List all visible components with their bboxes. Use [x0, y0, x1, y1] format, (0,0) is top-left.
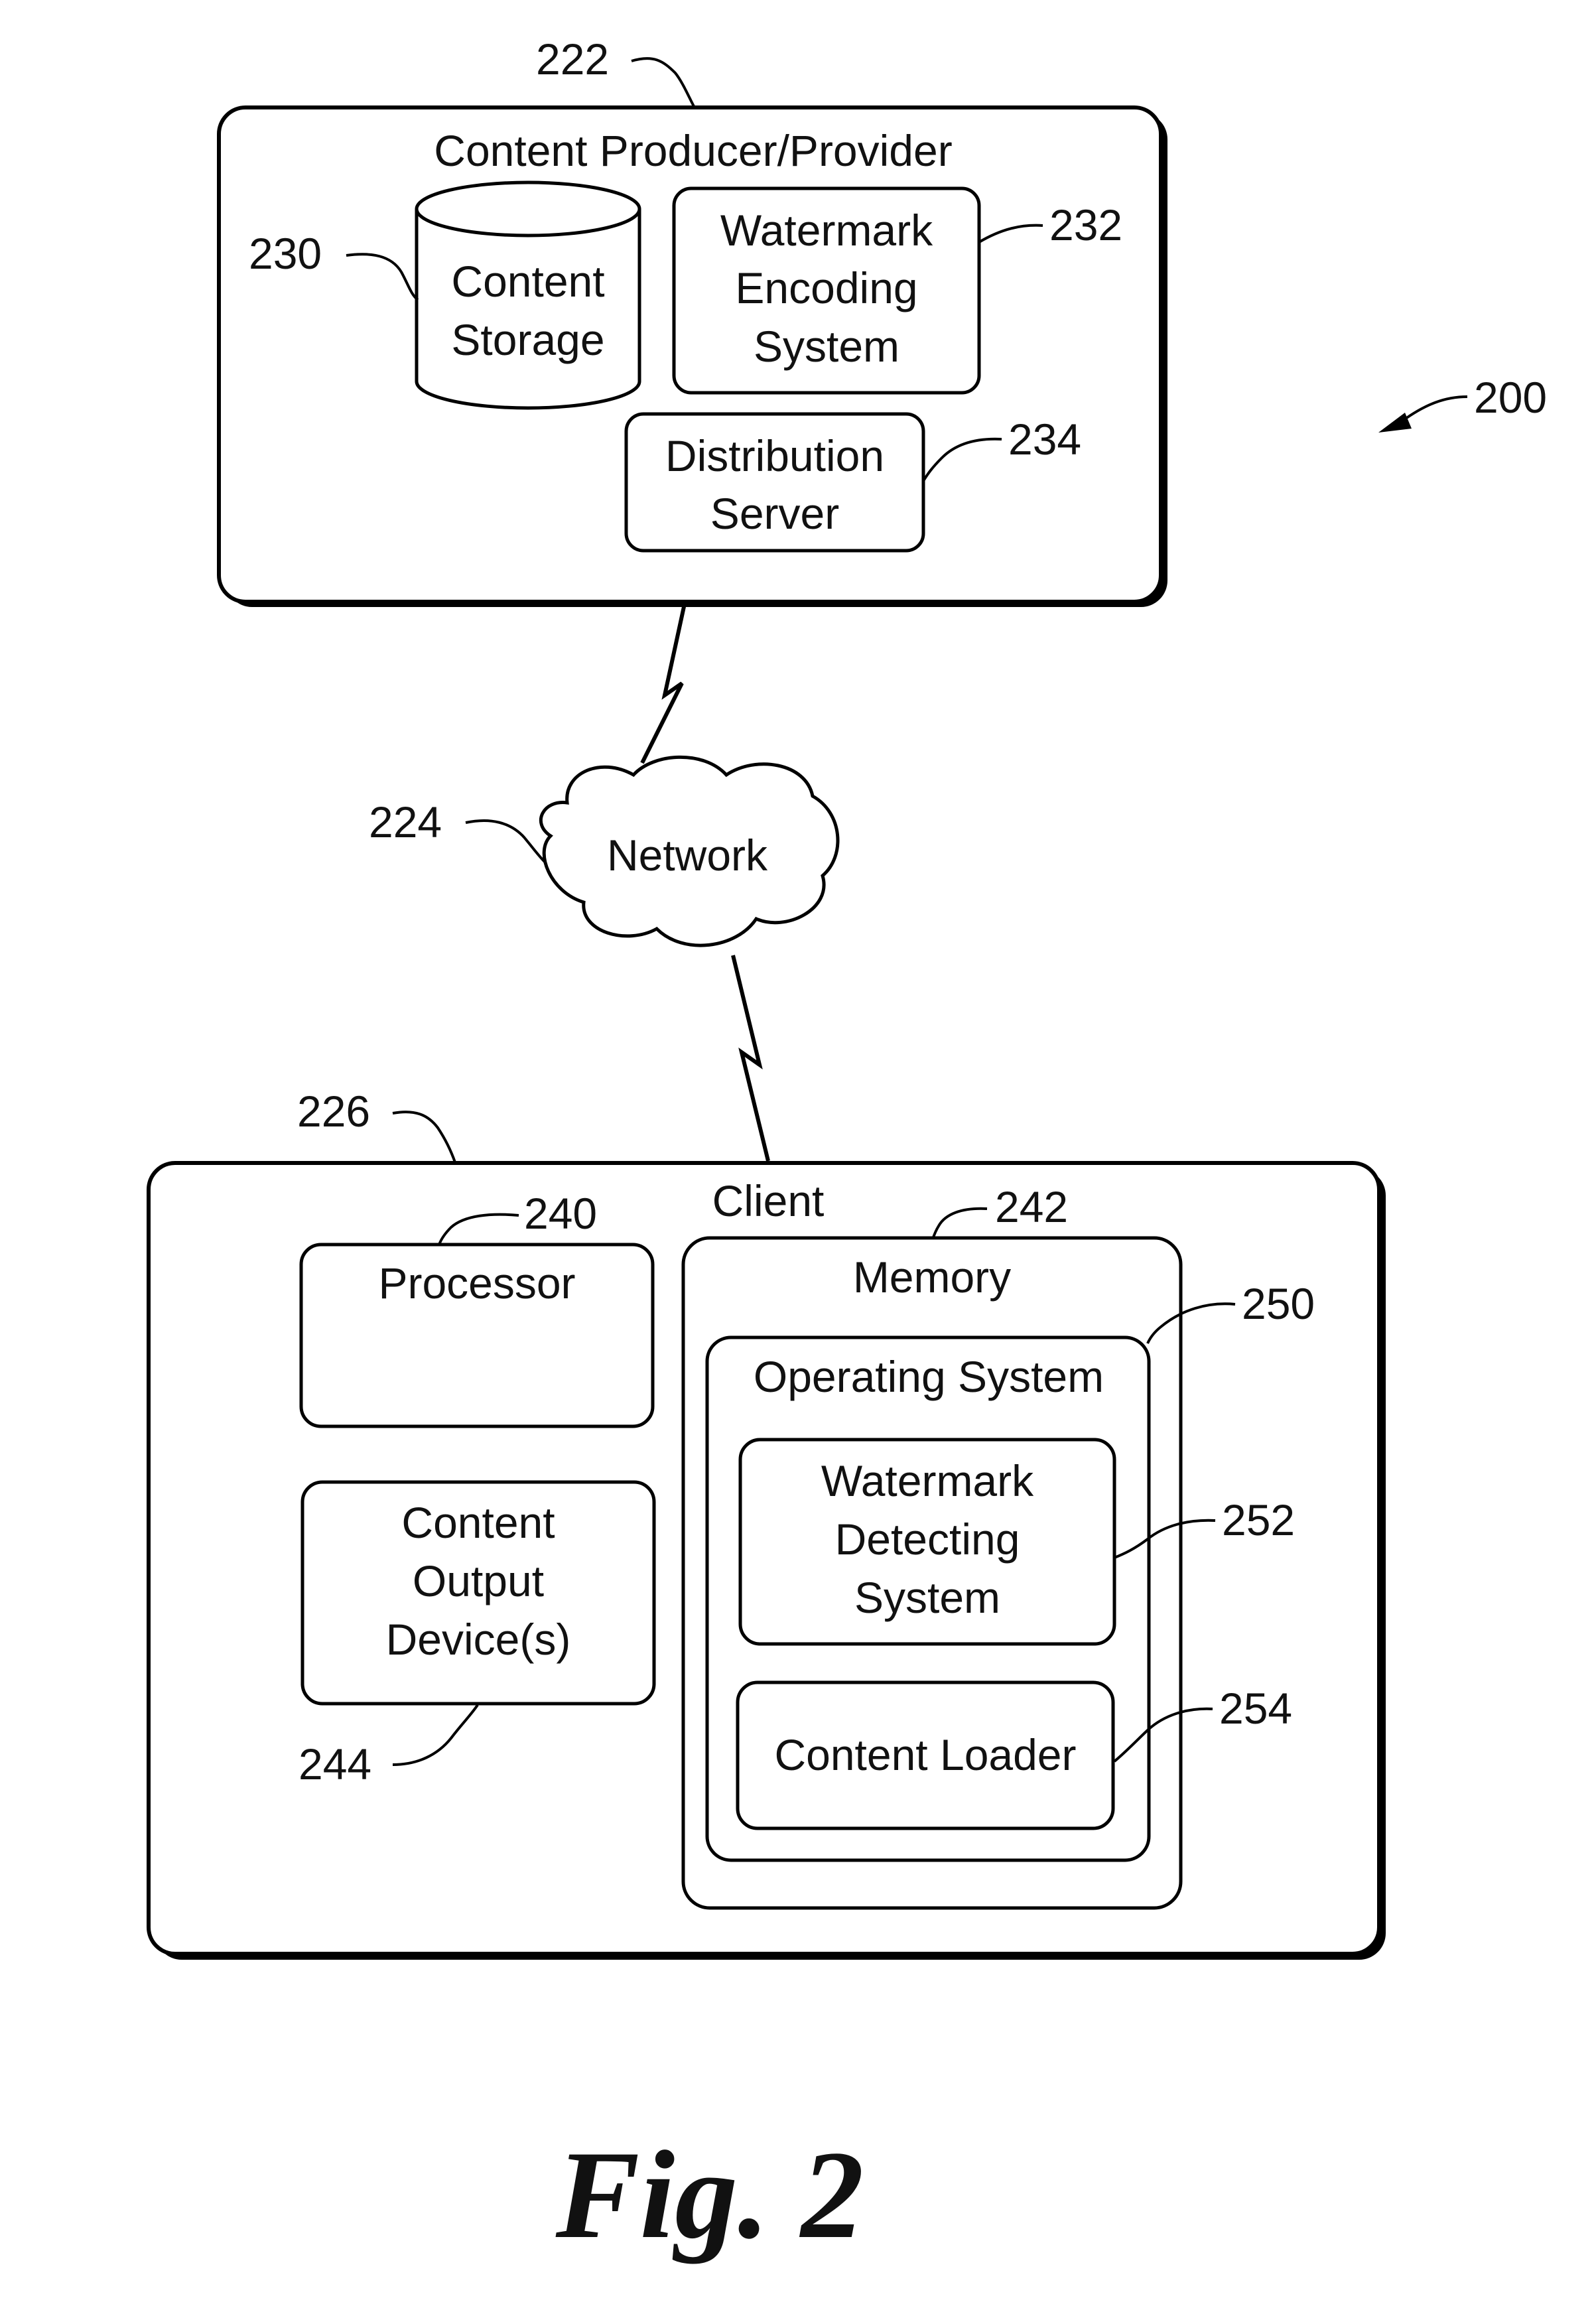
- client-ref: 226: [297, 1087, 370, 1136]
- content-storage-cylinder: Content Storage: [417, 182, 639, 408]
- content-loader-label: Content Loader: [774, 1730, 1076, 1779]
- figure-ref-arrowhead: [1378, 413, 1412, 433]
- watermark-encoding-line1: Watermark: [720, 206, 933, 255]
- network-cloud: Network: [541, 757, 838, 945]
- provider-ref: 222: [536, 34, 609, 84]
- provider-ref-leader: [632, 58, 695, 109]
- link-provider-network: [642, 604, 685, 763]
- processor-box: Processor: [301, 1245, 653, 1426]
- watermark-detecting-line2: Detecting: [835, 1515, 1020, 1564]
- processor-label: Processor: [378, 1258, 575, 1308]
- network-ref: 224: [369, 797, 442, 847]
- figure-caption: Fig. 2: [555, 2126, 864, 2265]
- content-output-line2: Output: [413, 1556, 544, 1605]
- content-output-ref: 244: [299, 1739, 371, 1789]
- content-output-line3: Device(s): [386, 1615, 571, 1664]
- figure-ref-arrow: [1401, 397, 1467, 422]
- network-leader: [466, 821, 545, 862]
- figure-ref-label: 200: [1474, 373, 1547, 422]
- figure-ref-group: 200: [1378, 373, 1547, 433]
- watermark-encoding-ref: 232: [1049, 200, 1122, 249]
- content-loader-ref: 254: [1219, 1684, 1292, 1733]
- watermark-encoding-line3: System: [754, 322, 899, 371]
- watermark-detecting-line1: Watermark: [821, 1456, 1034, 1505]
- distribution-server-line2: Server: [710, 489, 839, 538]
- operating-system-label: Operating System: [754, 1352, 1104, 1401]
- client-title: Client: [712, 1176, 825, 1225]
- watermark-detecting-box: Watermark Detecting System: [740, 1440, 1114, 1644]
- distribution-server-box: Distribution Server: [626, 414, 923, 551]
- content-output-line1: Content: [401, 1498, 555, 1547]
- watermark-detecting-ref: 252: [1222, 1495, 1295, 1544]
- content-storage-line1: Content: [451, 257, 604, 306]
- watermark-detecting-line3: System: [854, 1573, 1000, 1622]
- client-box: Client 226 Processor 240 Content Output …: [149, 1087, 1386, 1960]
- watermark-encoding-box: Watermark Encoding System: [674, 188, 979, 393]
- content-storage-line2: Storage: [451, 315, 604, 364]
- content-output-box: Content Output Device(s): [302, 1482, 654, 1704]
- provider-box: Content Producer/Provider 222 Content St…: [219, 34, 1167, 607]
- watermark-encoding-line2: Encoding: [735, 263, 917, 312]
- content-storage-ref: 230: [249, 229, 322, 278]
- link-network-client: [733, 955, 768, 1161]
- provider-title: Content Producer/Provider: [434, 126, 952, 175]
- client-ref-leader: [393, 1112, 455, 1162]
- distribution-server-ref: 234: [1008, 415, 1081, 464]
- operating-system-ref: 250: [1242, 1279, 1315, 1328]
- memory-ref: 242: [995, 1182, 1068, 1231]
- content-loader-box: Content Loader: [738, 1682, 1113, 1828]
- memory-label: Memory: [853, 1253, 1011, 1302]
- distribution-server-line1: Distribution: [665, 431, 884, 480]
- network-label: Network: [607, 831, 768, 880]
- processor-ref: 240: [524, 1189, 597, 1238]
